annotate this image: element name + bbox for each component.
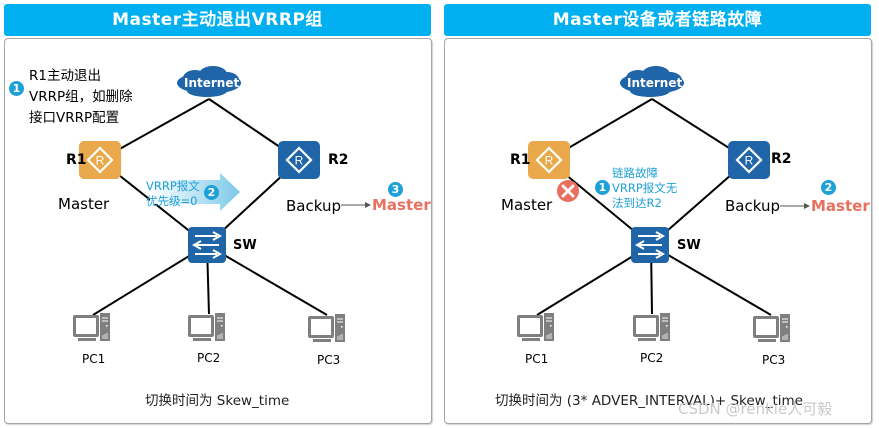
right-pc3-icon <box>752 313 791 343</box>
right-r2-router-icon <box>728 141 770 179</box>
left-vrrp-msg-line1: VRRP报文 <box>146 179 200 193</box>
left-pc3-label: PC3 <box>317 353 341 367</box>
link-sw-pc3 <box>206 244 328 316</box>
right-fault-line2: VRRP报文无 <box>612 181 678 195</box>
left-pc1-icon <box>72 312 111 342</box>
right-step1-badge: 1 <box>595 180 610 195</box>
left-pc1-label: PC1 <box>82 352 106 366</box>
left-internet-label: Internet <box>184 76 240 90</box>
right-panel-title: Master设备或者链路故障 <box>444 4 871 36</box>
right-internet-label: Internet <box>627 76 683 90</box>
left-panel-title: Master主动退出VRRP组 <box>4 4 431 36</box>
link-sw-pc3 <box>650 244 772 316</box>
right-fault-line1: 链路故障 <box>612 166 658 180</box>
right-link-fault-x-icon <box>557 180 579 202</box>
right-switch-icon <box>630 226 670 264</box>
right-step2-badge: 2 <box>821 180 836 195</box>
left-r2-label: R2 <box>328 152 349 168</box>
left-step1-line1: R1主动退出 <box>29 68 101 84</box>
left-r2-new-role: Master <box>372 196 431 214</box>
left-switch-label: SW <box>233 238 257 253</box>
left-r1-label: R1 <box>66 152 87 168</box>
left-switch-icon <box>187 226 227 264</box>
left-step2-badge: 2 <box>204 185 219 200</box>
right-fault-line3: 法到达R2 <box>612 196 662 210</box>
right-switchover-time: 切换时间为 (3* ADVER_INTERVAL)+ Skew_time <box>495 393 803 409</box>
watermark: CSDN @renkie人可毅 <box>678 400 833 418</box>
right-r2-new-role: Master <box>811 197 870 215</box>
right-pc3-label: PC3 <box>762 353 786 367</box>
right-r2-label: R2 <box>771 151 792 167</box>
left-r1-router-icon <box>79 141 121 179</box>
right-pc1-label: PC1 <box>525 352 549 366</box>
right-r1-role: Master <box>501 196 553 214</box>
right-r1-router-icon <box>528 141 570 179</box>
left-step1-badge: 1 <box>9 81 24 96</box>
left-pc2-icon <box>187 312 226 342</box>
right-switch-label: SW <box>677 238 701 253</box>
right-r1-label: R1 <box>510 152 531 168</box>
left-switchover-time: 切换时间为 Skew_time <box>145 393 290 409</box>
left-step1-line3: 接口VRRP配置 <box>29 110 120 126</box>
left-r2-role: Backup <box>286 197 341 215</box>
right-role-change-arrowhead <box>804 203 810 209</box>
right-pc1-icon <box>516 312 555 342</box>
left-step1-line2: VRRP组，如删除 <box>29 89 133 105</box>
right-pc2-icon <box>632 312 671 342</box>
left-role-change-arrowhead <box>365 202 371 208</box>
left-r1-role: Master <box>58 195 110 213</box>
left-step3-badge: 3 <box>388 182 403 197</box>
right-pc2-label: PC2 <box>640 351 664 365</box>
left-pc2-label: PC2 <box>197 351 221 365</box>
left-r2-router-icon <box>278 141 320 179</box>
right-r2-role: Backup <box>725 197 780 215</box>
left-vrrp-arrow-icon <box>150 173 240 211</box>
left-pc3-icon <box>307 313 346 343</box>
left-vrrp-msg-line2: 优先级=0 <box>146 194 198 208</box>
